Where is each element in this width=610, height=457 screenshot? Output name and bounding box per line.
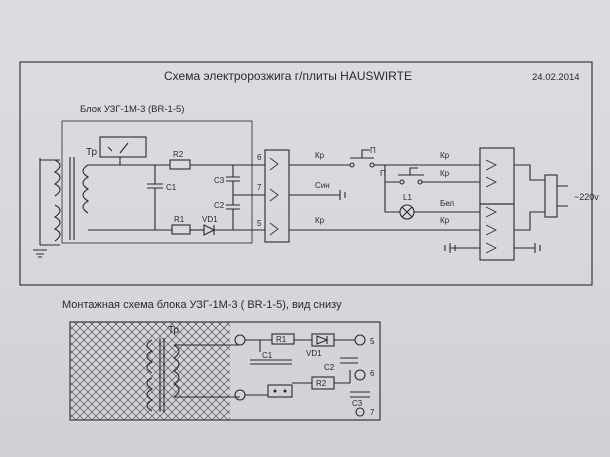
pad-bottom-left [234, 389, 246, 401]
svg-text:П: П [380, 169, 386, 178]
label-r2: R2 [173, 150, 184, 159]
label-pin5: 5 [257, 219, 262, 228]
mount-title: Монтажная схема блока УЗГ-1М-3 ( BR-1-5)… [62, 299, 342, 311]
svg-text:C1: C1 [262, 351, 273, 360]
block-outline [61, 120, 253, 244]
label-kr-6: Кр [315, 151, 325, 160]
svg-text:6: 6 [370, 369, 375, 378]
block-title: Блок УЗГ-1М-3 (BR-1-5) [80, 104, 184, 115]
label-c1: C1 [166, 183, 177, 192]
label-kr-5: Кр [315, 216, 325, 225]
label-kr-top: Кр [440, 151, 450, 160]
pad-6 [354, 369, 366, 381]
label-sin: Син [315, 181, 330, 190]
switch-lower [267, 384, 293, 398]
pad-7 [355, 407, 365, 417]
svg-text:П: П [370, 146, 376, 155]
label-l1: L1 [403, 193, 412, 202]
svg-text:5: 5 [370, 337, 375, 346]
label-pin7: 7 [257, 183, 262, 192]
label-kr-bottom: Кр [440, 216, 450, 225]
button-p-lamp: П L1 [380, 165, 480, 220]
mains-plug: ~220v [544, 174, 599, 218]
label-c3: C3 [214, 176, 225, 185]
resistor-r1-lower [271, 333, 295, 345]
schematic-frame [19, 61, 593, 286]
diagram-title: Схема электророзжига г/плиты HAUSWIRTE [164, 69, 412, 83]
connector-block [264, 149, 290, 243]
mains-connector-bottom [479, 203, 515, 261]
label-kr-mid: Кр [440, 169, 450, 178]
label-pin6: 6 [257, 153, 262, 162]
transformer-lower: Тр [146, 325, 180, 412]
svg-text:C3: C3 [352, 399, 363, 408]
diagram-date: 24.02.2014 [532, 72, 580, 83]
pad-top-left [234, 334, 246, 346]
svg-text:7: 7 [370, 408, 375, 417]
svg-text:VD1: VD1 [306, 349, 322, 358]
resistor-r1 [171, 224, 191, 235]
pad-5 [354, 334, 366, 346]
svg-text:C2: C2 [324, 363, 335, 372]
transformer-upper: Тр [33, 147, 98, 258]
label-tr: Тр [86, 147, 98, 158]
mains-connector-top [479, 147, 515, 205]
label-tr-lower: Тр [168, 325, 180, 336]
discharger-box [99, 136, 147, 158]
diode-vd1-lower [311, 333, 335, 347]
svg-text:R1: R1 [276, 335, 287, 344]
label-bel: Бел [440, 199, 454, 208]
label-vd1: VD1 [202, 215, 218, 224]
button-p-top: П [349, 146, 480, 168]
label-220v: ~220v [574, 192, 599, 202]
svg-text:R2: R2 [316, 379, 327, 388]
label-r1: R1 [174, 215, 185, 224]
resistor-r2 [169, 159, 191, 170]
label-c2: C2 [214, 201, 225, 210]
